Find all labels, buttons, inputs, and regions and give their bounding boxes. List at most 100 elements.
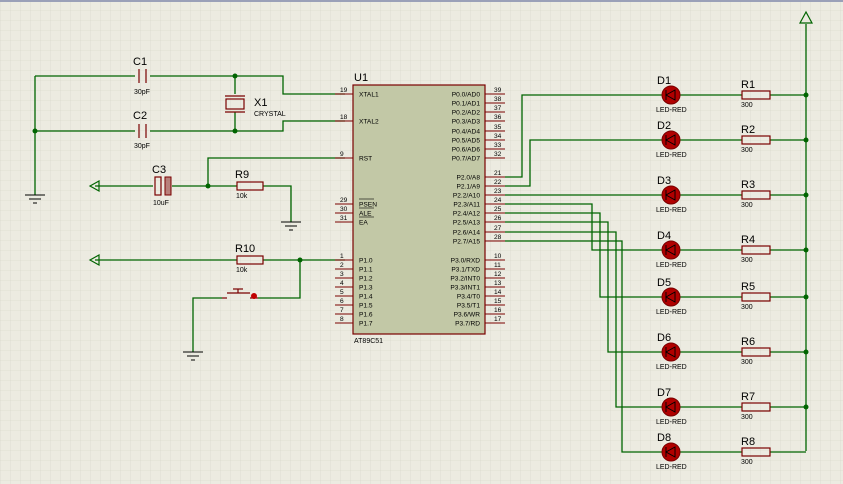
button-wires — [95, 259, 345, 352]
pin-number: 9 — [340, 151, 344, 158]
terminal-arrow-p10 — [88, 253, 100, 267]
pin-name: P0.6/AD6 — [452, 147, 481, 154]
pin-name: P0.5/AD5 — [452, 138, 481, 145]
pin-number: 6 — [340, 298, 344, 305]
resistor-ref: R2 — [741, 124, 755, 136]
button-state-dot — [251, 293, 257, 299]
led-ref: D1 — [657, 75, 671, 87]
pin-number: 8 — [340, 316, 344, 323]
pin-number: 4 — [340, 280, 344, 287]
pin-number: 39 — [494, 87, 502, 94]
capacitor-c1[interactable]: C1 30pF — [133, 56, 150, 96]
led-value: LED-RED — [656, 262, 687, 269]
pin-number: 22 — [494, 179, 502, 186]
pin-number: 29 — [340, 197, 348, 204]
pin-name: P3.7/RD — [455, 321, 480, 328]
pin-name: PSEN — [359, 202, 377, 209]
pin-name: P2.1/A9 — [457, 184, 481, 191]
capacitor-c2[interactable]: C2 30pF — [133, 110, 150, 150]
mcu-pin-left: 4P1.3 — [335, 280, 373, 292]
pin-number: 30 — [340, 206, 348, 213]
push-button[interactable] — [222, 288, 258, 299]
pin-name: P1.0 — [359, 258, 373, 265]
crystal-x1[interactable]: X1 CRYSTAL — [225, 95, 286, 118]
pin-name: P2.7/A15 — [453, 239, 480, 246]
pin-number: 16 — [494, 307, 502, 314]
mcu-pin-left: 5P1.4 — [335, 289, 373, 301]
resistor-value: 300 — [741, 459, 753, 466]
led-ref: D4 — [657, 230, 671, 242]
led-ref: D2 — [657, 120, 671, 132]
pin-name: EA — [359, 220, 368, 227]
pin-name: P0.3/AD3 — [452, 119, 481, 126]
led-ref: D8 — [657, 432, 671, 444]
pin-number: 24 — [494, 197, 502, 204]
pin-name: P0.0/AD0 — [452, 92, 481, 99]
pin-name: ALE — [359, 211, 372, 218]
resistor-ref: R6 — [741, 336, 755, 348]
resistor-value: 300 — [741, 414, 753, 421]
pin-number: 25 — [494, 206, 502, 213]
pin-number: 19 — [340, 87, 348, 94]
led-ref: D7 — [657, 387, 671, 399]
resistor-value: 300 — [741, 257, 753, 264]
reset-wires — [95, 157, 345, 222]
r9-ref: R9 — [235, 169, 249, 181]
led-value: LED-RED — [656, 207, 687, 214]
mcu-pin-left: 1P1.0 — [335, 253, 373, 265]
pin-number: 26 — [494, 215, 502, 222]
mcu-u1[interactable]: U1 AT89C51 19XTAL118XTAL29RST29PSEN30ALE… — [335, 72, 505, 345]
pin-name: P0.4/AD4 — [452, 129, 481, 136]
capacitor-c3[interactable]: C3 10uF — [152, 164, 172, 207]
pin-number: 23 — [494, 188, 502, 195]
c1-ref: C1 — [133, 56, 147, 68]
resistor-r9[interactable]: R9 10k — [235, 169, 264, 200]
junction-dots — [32, 73, 303, 263]
pin-number: 1 — [340, 253, 344, 260]
r9-value: 10k — [236, 193, 248, 200]
resistor-ref: R1 — [741, 79, 755, 91]
pin-number: 12 — [494, 271, 502, 278]
pin-name: P2.6/A14 — [453, 230, 480, 237]
ground-symbol-r9 — [281, 221, 301, 231]
pin-number: 38 — [494, 96, 502, 103]
pin-number: 10 — [494, 253, 502, 260]
terminal-arrow-reset — [88, 179, 100, 193]
resistor-ref: R3 — [741, 179, 755, 191]
resistor-r10[interactable]: R10 10k — [235, 243, 264, 274]
pin-name: P3.2/INT0 — [450, 276, 480, 283]
mcu-pin-left: 3P1.2 — [335, 271, 373, 283]
pin-name: P1.2 — [359, 276, 373, 283]
